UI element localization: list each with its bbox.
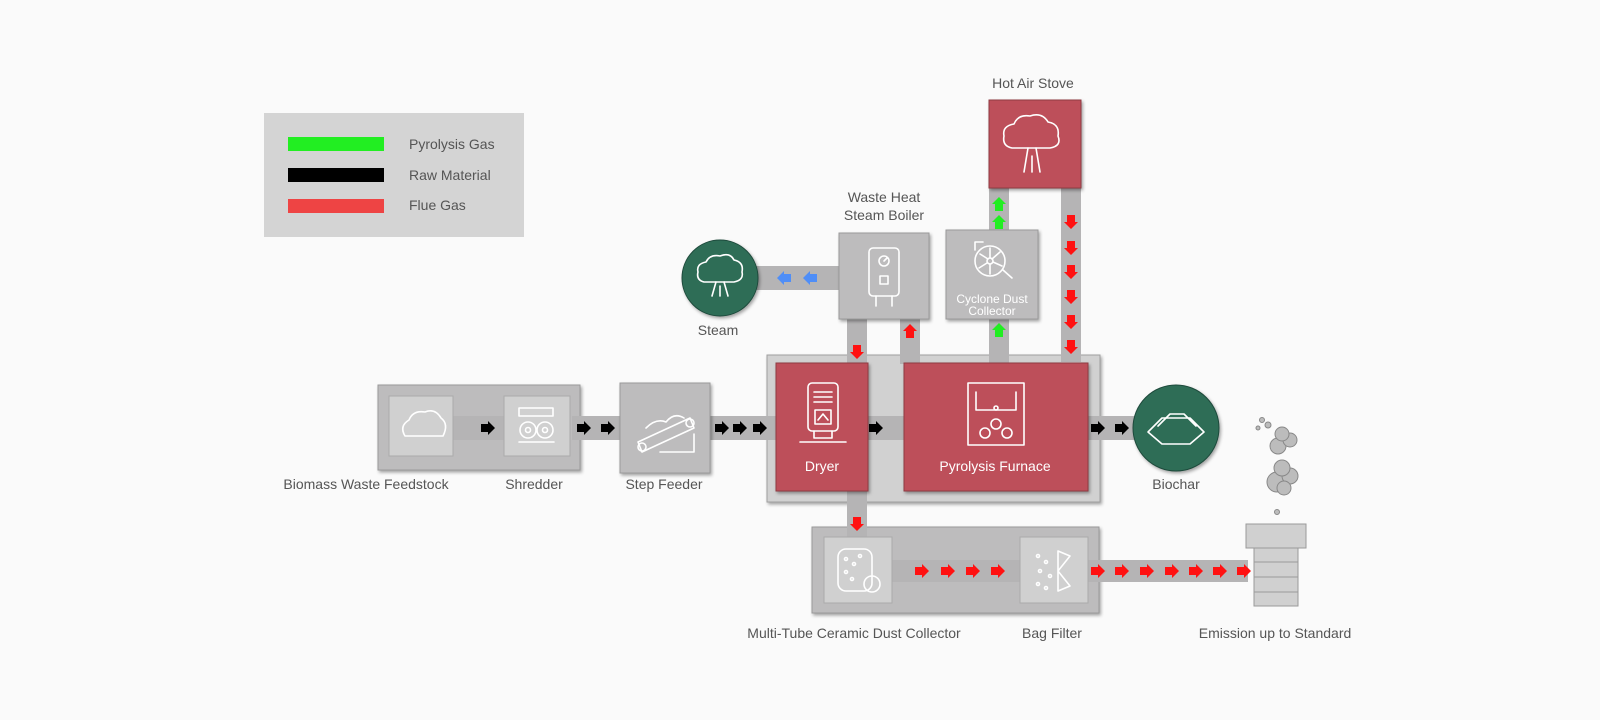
step-feeder-icon bbox=[637, 414, 695, 453]
shredder-label: Shredder bbox=[505, 476, 563, 492]
bag-filter-icon bbox=[1035, 550, 1071, 592]
legend-swatch-flue-gas bbox=[288, 199, 384, 213]
pyrolysis-furnace-unit: Pyrolysis Furnace bbox=[903, 362, 1089, 492]
smoke-puffs-icon bbox=[1255, 417, 1299, 515]
hot-air-stove-unit bbox=[988, 99, 1082, 189]
emission-label: Emission up to Standard bbox=[1199, 625, 1352, 641]
steam-product bbox=[681, 239, 759, 317]
multi-tube-dust-collector-unit bbox=[823, 536, 893, 604]
cyclone-dust-collector-unit: Cyclone Dust Collector bbox=[945, 229, 1039, 320]
dryer-label: Dryer bbox=[805, 458, 840, 474]
feedstock-pile-icon bbox=[401, 410, 447, 437]
dryer-unit: Dryer bbox=[775, 362, 869, 492]
step-feeder-label: Step Feeder bbox=[625, 476, 702, 492]
boiler-label-line1: Waste Heat bbox=[848, 189, 921, 205]
biochar-label: Biochar bbox=[1152, 476, 1200, 492]
multi-tube-icon bbox=[837, 548, 881, 593]
steam-cloud-icon bbox=[696, 253, 744, 297]
smoke-cloud-icon bbox=[1002, 114, 1060, 173]
hot-air-stove-label: Hot Air Stove bbox=[992, 75, 1074, 91]
biochar-icon bbox=[1147, 413, 1205, 445]
legend-swatch-raw-material bbox=[288, 168, 384, 182]
dryer-icon bbox=[799, 382, 847, 443]
boiler-label-line2: Steam Boiler bbox=[844, 207, 924, 223]
steam-label: Steam bbox=[698, 322, 738, 338]
bag-filter-unit bbox=[1019, 536, 1089, 604]
legend-swatch-pyrolysis-gas bbox=[288, 137, 384, 151]
furnace-icon bbox=[967, 382, 1025, 446]
step-feeder-unit bbox=[619, 382, 711, 474]
feedstock-label: Biomass Waste Feedstock bbox=[283, 476, 449, 492]
shredder-unit bbox=[503, 395, 571, 457]
legend-label-raw-material: Raw Material bbox=[409, 167, 491, 183]
shredder-icon bbox=[518, 407, 555, 443]
cyclone-label-line2: Collector bbox=[968, 304, 1015, 318]
cyclone-fan-icon bbox=[974, 241, 1013, 279]
cyclone-label-line1: Cyclone Dust bbox=[956, 292, 1028, 306]
boiler-icon bbox=[868, 247, 900, 307]
legend-label-flue-gas: Flue Gas bbox=[409, 197, 466, 213]
waste-heat-boiler-unit bbox=[838, 232, 930, 320]
emission-chimney bbox=[1245, 417, 1307, 607]
biochar-product bbox=[1132, 384, 1220, 472]
legend-label-pyrolysis-gas: Pyrolysis Gas bbox=[409, 136, 495, 152]
bag-filter-label: Bag Filter bbox=[1022, 625, 1082, 641]
multi-tube-label: Multi-Tube Ceramic Dust Collector bbox=[747, 625, 961, 641]
legend: Pyrolysis Gas Raw Material Flue Gas bbox=[264, 113, 524, 237]
feedstock-unit bbox=[388, 395, 454, 457]
pyrolysis-furnace-label: Pyrolysis Furnace bbox=[939, 458, 1050, 474]
